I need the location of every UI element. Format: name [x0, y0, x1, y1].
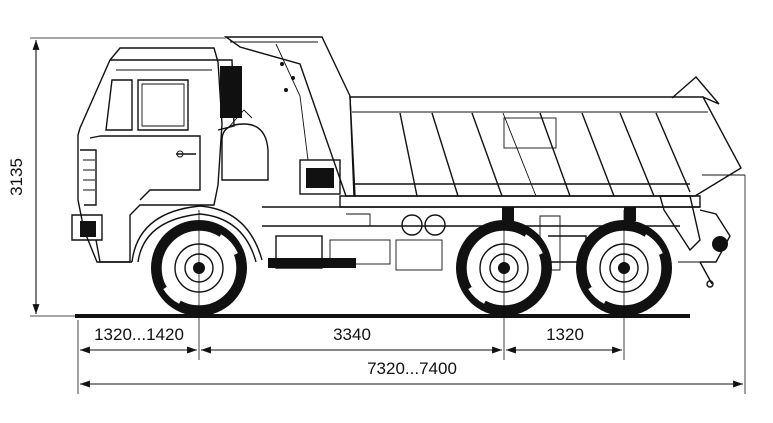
front-overhang-label: 1320...1420 — [94, 325, 184, 344]
dump-body — [223, 36, 745, 252]
wheelbase-rear-label: 1320 — [546, 325, 584, 344]
cab — [71, 47, 269, 263]
overall-length-label: 7320...7400 — [367, 359, 457, 378]
height-label: 3135 — [7, 158, 26, 196]
wheelbase-front-label: 3340 — [333, 325, 371, 344]
